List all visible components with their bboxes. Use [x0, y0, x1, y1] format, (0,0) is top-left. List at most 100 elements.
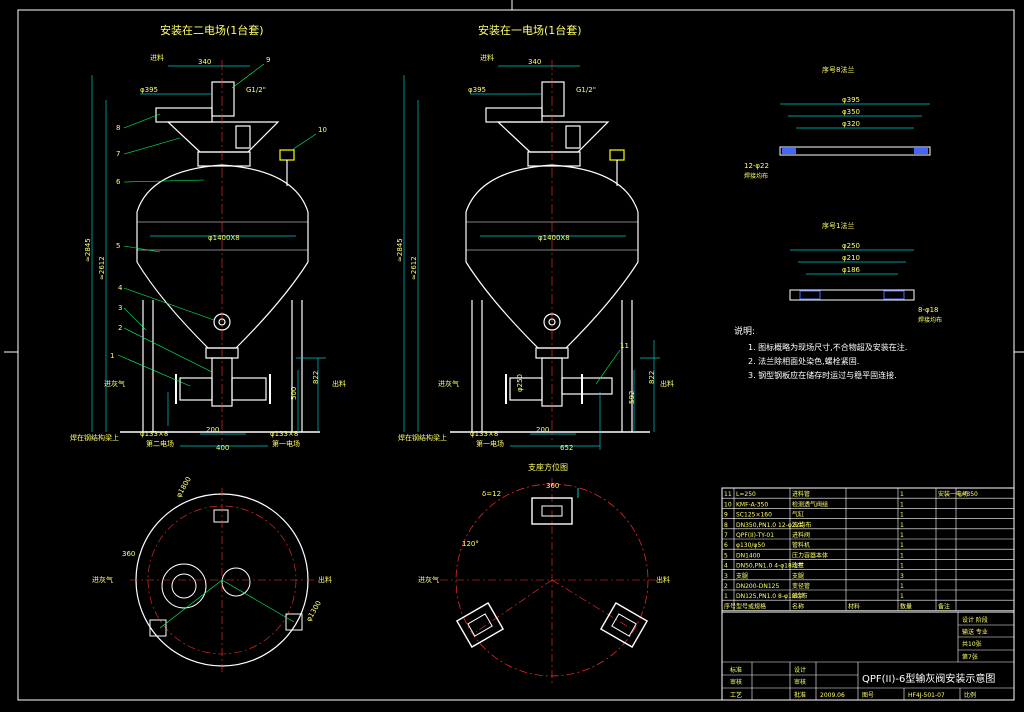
- flange-1-title: 序号1法兰: [822, 221, 854, 230]
- plan-left-d1300: φ1300: [305, 600, 323, 623]
- right-elevation: [450, 81, 650, 433]
- left-air-label: 进灰气: [104, 379, 125, 388]
- bom-cell: 法兰: [792, 562, 804, 570]
- callout-2: 2: [118, 324, 122, 332]
- bom-cell: 1: [900, 491, 904, 498]
- right-feed-label: 进料: [480, 53, 494, 62]
- callout-4: 4: [118, 284, 123, 292]
- bom-header-cell: 材料: [848, 602, 860, 610]
- plan-right-d12: δ=12: [482, 490, 501, 498]
- right-d592: 592: [628, 391, 636, 404]
- right-g12: G1/2": [576, 86, 596, 94]
- bom-header-cell: 名称: [792, 602, 804, 610]
- left-d133: φ133×8: [140, 430, 168, 438]
- callouts: 1 2 3 4 5 6 7 8 9 10 11: [110, 56, 629, 360]
- plan-left-air: 进灰气: [92, 575, 113, 584]
- bom-cell: DN1400: [736, 552, 761, 559]
- left-first-field: 第一电场: [272, 439, 300, 448]
- tb-label-5: 比例: [964, 691, 976, 699]
- left-vessel-dim: φ1400X8: [208, 234, 240, 242]
- right-plan-view: [440, 478, 664, 684]
- left-bottom-note: 焊在钢结构梁上: [70, 433, 119, 442]
- bom-header-cell: 备注: [938, 602, 950, 610]
- left-d500: 500: [290, 387, 298, 400]
- f1-d210: φ210: [842, 254, 860, 262]
- tb-label-2: 批准: [794, 691, 806, 699]
- flange-8-detail: 序号8法兰 φ395 φ350 φ320 12-φ22 焊接均布: [744, 65, 931, 180]
- bom-cell: 法兰: [792, 521, 804, 529]
- left-elevation: [120, 81, 320, 433]
- notes-title: 说明:: [734, 325, 755, 337]
- note-1: 1. 图标概略为现场尺寸,不合物超及安装在注.: [748, 342, 907, 352]
- left-second-field: 第二电场: [146, 439, 174, 448]
- bom-cell: 支腿: [736, 572, 748, 580]
- f8-d320: φ320: [842, 120, 860, 128]
- plan-right-outlet: 出料: [656, 575, 670, 584]
- callout-5: 5: [116, 242, 120, 250]
- bom-cell: 4: [724, 563, 728, 570]
- bom-cell: 1: [900, 563, 904, 570]
- bom-cell: 1: [900, 552, 904, 559]
- f1-d186: φ186: [842, 266, 861, 274]
- f1-d250: φ250: [842, 242, 860, 250]
- callout-leaders: [117, 63, 621, 387]
- bom-cell: 5: [724, 552, 728, 559]
- bom-cell: DN50,PN1.0 4-φ18均布: [736, 562, 804, 570]
- right-d2612: ≈2612: [410, 256, 418, 280]
- callout-3: 3: [118, 304, 122, 312]
- bom-cell: 管料机: [792, 541, 810, 549]
- right-outlet-label: 出料: [660, 379, 674, 388]
- bom-cell: 安装一电场: [938, 490, 968, 498]
- tb-label-1: 审核: [794, 678, 806, 686]
- right-air-label: 进灰气: [438, 379, 459, 388]
- left-view-title: 安装在二电场(1台套): [160, 23, 264, 37]
- left-g12: G1/2": [246, 86, 266, 94]
- bom-cell: 3: [724, 573, 728, 580]
- f8-weld: 焊接均布: [744, 172, 768, 180]
- tb-left-0: 标准: [730, 666, 742, 674]
- bom-cell: L=250: [736, 491, 756, 498]
- plan-left-d1800: φ1800: [175, 476, 193, 499]
- bom-cell: 1: [900, 542, 904, 549]
- bom-cell: 8: [724, 522, 728, 529]
- right-d652: 652: [560, 444, 573, 452]
- left-elevation-dims: [91, 65, 326, 447]
- bom-cell: 压力容器本体: [792, 551, 828, 559]
- f1-weld: 焊接均布: [918, 316, 942, 324]
- right-view-title: 安装在一电场(1台套): [478, 23, 582, 37]
- bom-cell: L=350: [958, 491, 978, 498]
- callout-8: 8: [116, 124, 120, 132]
- bom-cell: KMF-A-350: [736, 501, 768, 508]
- bom-cell: 6: [724, 542, 728, 549]
- bom-cell: 进料阀: [792, 531, 810, 539]
- bom-cell: DN125,PN1.0 8-φ18均布: [736, 592, 808, 600]
- callout-7: 7: [116, 150, 120, 158]
- bom-cell: 进料管: [792, 490, 810, 498]
- bom-cell: 气缸: [792, 511, 804, 519]
- right-elevation-dims: [403, 65, 660, 450]
- left-d822: 822: [312, 371, 320, 384]
- callout-6: 6: [116, 178, 121, 186]
- bom-cell: 3: [900, 573, 904, 580]
- right-first-field: 第一电场: [476, 439, 504, 448]
- tb-right-1: 输送 专业: [962, 628, 988, 636]
- bom-cell: 2: [724, 583, 728, 590]
- flange-1-detail: 序号1法兰 φ250 φ210 φ186 8-φ18 焊接均布: [789, 221, 942, 324]
- left-outlet-label: 出料: [332, 379, 346, 388]
- plan-title: 支座方位图: [528, 462, 568, 472]
- bom-header-cell: 型号或规格: [736, 602, 766, 610]
- plan-right-air: 进灰气: [418, 575, 439, 584]
- bom-cell: 1: [724, 593, 728, 600]
- drawing-frame: [17, 9, 1015, 701]
- bom-cell: 1: [900, 501, 904, 508]
- right-d2845: ≈2845: [396, 238, 404, 262]
- callout-9: 9: [266, 56, 270, 64]
- note-2: 2. 法兰除相面处染色,螺栓紧固.: [748, 356, 859, 366]
- bom-cell: 1: [900, 593, 904, 600]
- bom-cell: DN200-DN125: [736, 583, 779, 590]
- bom-cell: SC125×160: [736, 512, 772, 519]
- bom-header-cell: 数量: [900, 602, 912, 610]
- f8-d395: φ395: [842, 96, 860, 104]
- bom-cell: 检测透气阀组: [792, 500, 828, 508]
- right-d200: 200: [536, 426, 549, 434]
